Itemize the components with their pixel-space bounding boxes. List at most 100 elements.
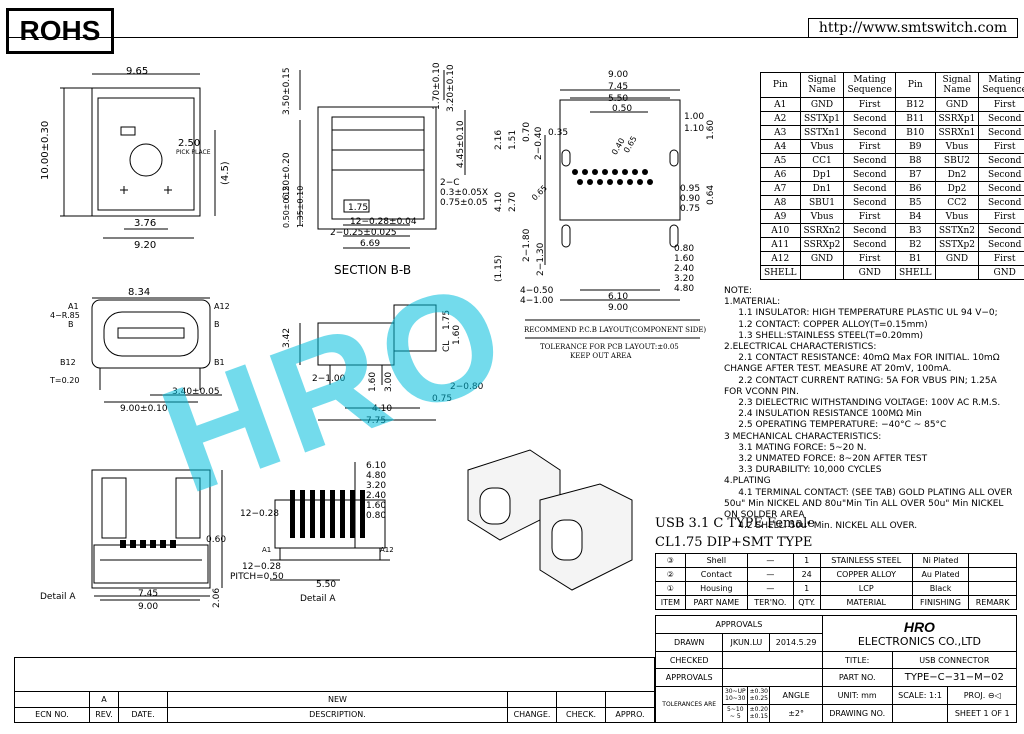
side-dim-d: 0.75 [432, 394, 453, 404]
detail-dim-160: 1.60 [366, 501, 387, 511]
pin-cell: First [978, 251, 1024, 266]
pin-cell: GND [843, 265, 896, 280]
angle-label: ANGLE [769, 685, 823, 705]
dim-top-circle: 2.50 [178, 138, 201, 149]
proj-text: PROJ. [963, 690, 986, 700]
projection-label: PROJ. ⊖◁ [947, 685, 1017, 705]
detail-dim-610: 6.10 [366, 461, 387, 471]
pin-cell: Second [843, 125, 896, 140]
dim-top-offset: (4.5) [220, 161, 231, 185]
pin-cell: First [978, 97, 1024, 112]
rev-check [556, 691, 606, 708]
pin-cell: Second [843, 153, 896, 168]
projection-icon: ⊖◁ [987, 690, 1001, 700]
pcb-dim-410: 4.10 [494, 191, 504, 212]
product-line1: USB 3.1 C TYPE Female [655, 516, 815, 531]
pcb-dim-270: 2.70 [508, 191, 518, 212]
pin-header-b: Pin [894, 72, 936, 98]
pin-cell: GND [799, 97, 845, 112]
bom-remark-header: REMARK [968, 595, 1017, 610]
pin-cell: A9 [760, 209, 801, 224]
front-radius: 4−R.85 [50, 311, 80, 320]
pin-cell: B7 [894, 167, 936, 182]
pin-cell: Second [843, 223, 896, 238]
company-block: HRO ELECTRONICS CO.,LTD [821, 614, 1018, 653]
bom-cell: 1 [792, 553, 821, 568]
pcb-dim-090: 0.90 [680, 194, 701, 204]
pin-cell: Vbus [799, 139, 845, 154]
bom-cell: Contact [684, 567, 748, 582]
pin-cell: First [978, 139, 1024, 154]
pcb-dim-110: 1.10 [684, 124, 705, 134]
dim-top-pick: PICK PLACE [176, 149, 211, 156]
pcb-dim-745: 7.45 [608, 82, 629, 92]
tol-range-2: 10~30 [725, 695, 746, 703]
bom-cell: — [746, 567, 794, 582]
side-dim-f: 7.75 [366, 416, 387, 426]
pin-cell: Vbus [934, 139, 980, 154]
pin-cell: GND [978, 265, 1024, 280]
pcb-dim-2040: 2−0.40 [534, 126, 544, 160]
tolerances-label: TOLERANCES ARE [654, 685, 724, 723]
pin-cell: SSRXn2 [799, 223, 845, 238]
rev-appro [605, 691, 655, 708]
rev-date [118, 691, 168, 708]
pcb-dim-075: 0.75 [680, 204, 701, 214]
pin-cell: B6 [894, 181, 936, 196]
detail-dim-550: 5.50 [316, 580, 337, 590]
top-view-outline [91, 87, 201, 217]
bom-material-header: MATERIAL [819, 595, 913, 610]
pcb-dim-4100: 4−1.00 [520, 296, 554, 306]
pcb-dim-160: 1.60 [706, 119, 716, 140]
date-header: DATE. [118, 706, 168, 724]
bom-cell: ② [655, 567, 686, 582]
part-number: TYPE−C−31−M−02 [891, 668, 1018, 687]
front-b12: B12 [60, 358, 76, 367]
pin-cell: A2 [760, 111, 801, 126]
rohs-label: ROHS [6, 8, 114, 54]
dim-section-i: 1.75 [348, 203, 369, 213]
side-leg: 2−1.00 [312, 374, 346, 384]
bom-partname-header: PART NAME [684, 595, 748, 610]
pin-cell: Second [978, 237, 1024, 252]
dim-section-h: 0.75±0.05 [440, 198, 488, 208]
pin-cell: Second [978, 125, 1024, 140]
pcb-dim-610: 6.10 [608, 292, 629, 302]
bom-finishing-header: FINISHING [911, 595, 970, 610]
pcb-dim-100: 1.00 [684, 112, 705, 122]
detail-a1: A1 [262, 546, 272, 554]
detail-dim-pins-2: 12−0.28 [242, 562, 282, 572]
rev-ecn [14, 691, 90, 708]
pcb-dim-115: (1.15) [494, 254, 504, 282]
pin-cell: B1 [894, 251, 936, 266]
pin-cell [934, 265, 980, 280]
notes-block: NOTE: 1.MATERIAL: 1.1 INSULATOR: HIGH TE… [724, 286, 1013, 532]
appro-header: APPRO. [605, 706, 655, 724]
pcb-dim-320: 3.20 [674, 274, 695, 284]
pin-cell: A1 [760, 97, 801, 112]
company-name: ELECTRONICS CO.,LTD [857, 635, 981, 649]
pin-cell: SHELL [760, 265, 801, 280]
bottom-dim-width: 9.00 [138, 602, 159, 612]
drawing-no-label: DRAWING NO. [821, 703, 893, 724]
pin-table: Pin Signal Name Mating Sequence Pin Sign… [760, 72, 1024, 280]
pin-cell: Second [843, 111, 896, 126]
dim-section-a: 3.50±0.15 [282, 67, 292, 115]
front-b-left: B [68, 320, 74, 329]
pin-cell: A12 [760, 251, 801, 266]
pin-cell: CC1 [799, 153, 845, 168]
bom-cell: LCP [819, 581, 913, 596]
pcb-tolerance: TOLERANCE FOR PCB LAYOUT:±0.05 [540, 343, 679, 351]
pin-cell: Dn2 [934, 167, 980, 182]
detail-dim-080: 0.80 [366, 511, 387, 521]
pcb-dim-550: 5.50 [608, 94, 629, 104]
front-bottom-width: 9.00±0.10 [120, 404, 168, 414]
pin-cell: B3 [894, 223, 936, 238]
pin-cell: B9 [894, 139, 936, 154]
pin-cell: Dn1 [799, 181, 845, 196]
